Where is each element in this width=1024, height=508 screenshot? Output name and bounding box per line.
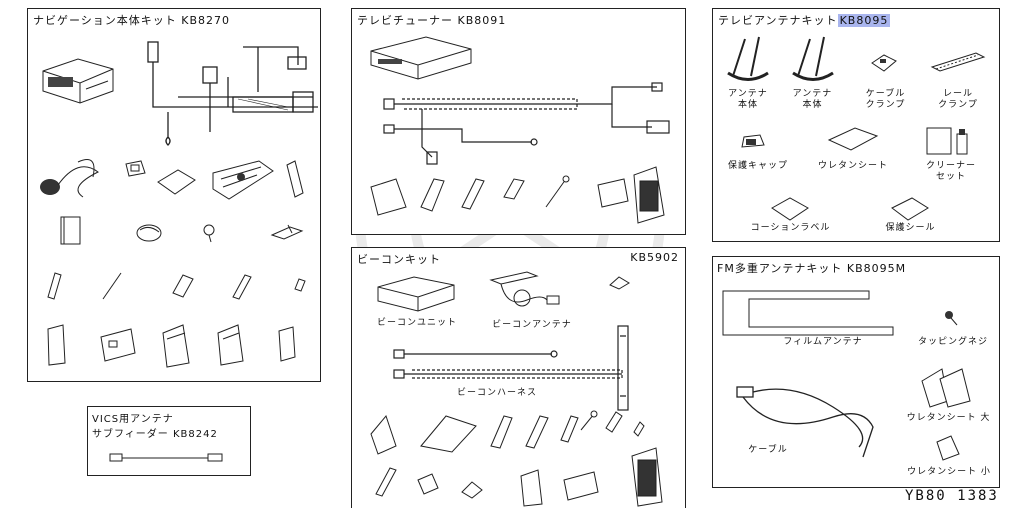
beacon-label-unit: ビーコンユニット (376, 318, 457, 328)
tv-tuner-parts-row (370, 166, 665, 224)
beacon-label-antenna: ビーコンアンテナ (492, 320, 572, 330)
vics-title-line2: サブフィーダー KB8242 (92, 429, 218, 440)
fm-label-cable: ケーブル (748, 445, 788, 455)
tv-antenna-label-coating: コーションラベル (750, 223, 831, 233)
navi-stick-part (286, 160, 304, 198)
tv-antenna-urethane-part (827, 127, 879, 151)
tv-antenna-body-2-part (792, 36, 834, 81)
beacon-kit-panel: ビーコンキット KB5902 ビーコンユニット ビーコンアンテナ ビーコンハーネ… (351, 247, 686, 508)
tv-antenna-cable-clamp-part (871, 54, 897, 72)
tv-tuner-harness-part (383, 82, 670, 165)
tv-tuner-panel: テレビチューナー KB8091 (351, 8, 686, 235)
fm-antenna-panel: FM多重アンテナキット KB8095M フィルムアンテナ タッピングネジ ケーブ… (712, 256, 1000, 488)
tv-antenna-label-rail-clamp: レール クランプ (938, 89, 978, 110)
tv-antenna-label-cleaner: クリーナー セット (925, 161, 976, 182)
fm-urethane-large-part (921, 368, 971, 408)
fm-antenna-title: FM多重アンテナキット KB8095M (717, 262, 907, 275)
navi-strips-part (47, 272, 306, 300)
vics-feeder-cable-part (109, 453, 223, 462)
tv-antenna-body-1-part (727, 36, 769, 81)
beacon-unit-part (377, 276, 455, 312)
tv-antenna-cleaner-part (926, 127, 968, 155)
fm-label-urethane-large: ウレタンシート 大 (906, 413, 991, 423)
tv-antenna-label-antenna2: アンテナ 本体 (792, 89, 833, 110)
tv-antenna-label-cable-clamp: ケーブル クランプ (865, 89, 906, 110)
beacon-kit-title: ビーコンキット (357, 253, 441, 266)
tv-antenna-rail-clamp-part (930, 52, 986, 72)
tv-antenna-title-prefix: テレビアンテナキット (718, 14, 838, 27)
beacon-kit-code: KB5902 (630, 251, 679, 264)
tv-antenna-coating-label-part (771, 197, 809, 221)
navi-clip-part (270, 224, 304, 240)
tv-antenna-label-protect-seal: 保護シール (885, 223, 936, 233)
navi-remote-part (212, 160, 274, 200)
navi-bracket-part (125, 160, 146, 177)
navi-screw-part (203, 224, 215, 243)
tv-antenna-title-code: KB8095 (837, 14, 891, 27)
beacon-clip-part (609, 276, 630, 290)
diagram-code: YB80 1383 (905, 488, 999, 504)
navi-manual-part (60, 216, 81, 245)
fm-urethane-small-part (936, 435, 960, 461)
navi-kit-panel: ナビゲーション本体キット KB8270 (27, 8, 321, 382)
tv-antenna-label-cap: 保護キャップ (727, 161, 788, 171)
tv-antenna-protect-seal-part (891, 197, 929, 221)
navi-kit-title: ナビゲーション本体キット KB8270 (33, 14, 231, 27)
fm-label-tapping-screw: タッピングネジ (917, 337, 988, 347)
navi-gps-antenna-part (40, 159, 99, 198)
fm-film-antenna-part (722, 290, 894, 336)
navi-pad-part (157, 169, 196, 195)
fm-cable-part (736, 386, 874, 458)
navi-harness-part (147, 41, 318, 146)
tv-antenna-label-antenna1: アンテナ 本体 (728, 89, 768, 110)
navi-docs-part (47, 324, 296, 368)
tv-antenna-label-urethane: ウレタンシート (817, 161, 888, 171)
tv-tuner-unit-part (370, 36, 472, 80)
vics-title-line1: VICS用アンテナ (92, 414, 174, 425)
navi-unit-part (42, 58, 114, 104)
beacon-harness-part (393, 325, 629, 411)
beacon-label-harness: ビーコンハーネス (456, 388, 537, 398)
tv-antenna-cap-part (741, 134, 765, 148)
tv-tuner-title: テレビチューナー KB8091 (357, 14, 507, 27)
beacon-parts-row (370, 410, 663, 507)
fm-label-film-antenna: フィルムアンテナ (783, 337, 863, 347)
navi-knob-part (136, 224, 162, 242)
fm-label-urethane-small: ウレタンシート 小 (907, 467, 991, 477)
beacon-antenna-part (489, 271, 560, 307)
fm-tapping-screw-part (945, 311, 958, 326)
vics-kit-panel: VICS用アンテナ サブフィーダー KB8242 (87, 406, 251, 476)
